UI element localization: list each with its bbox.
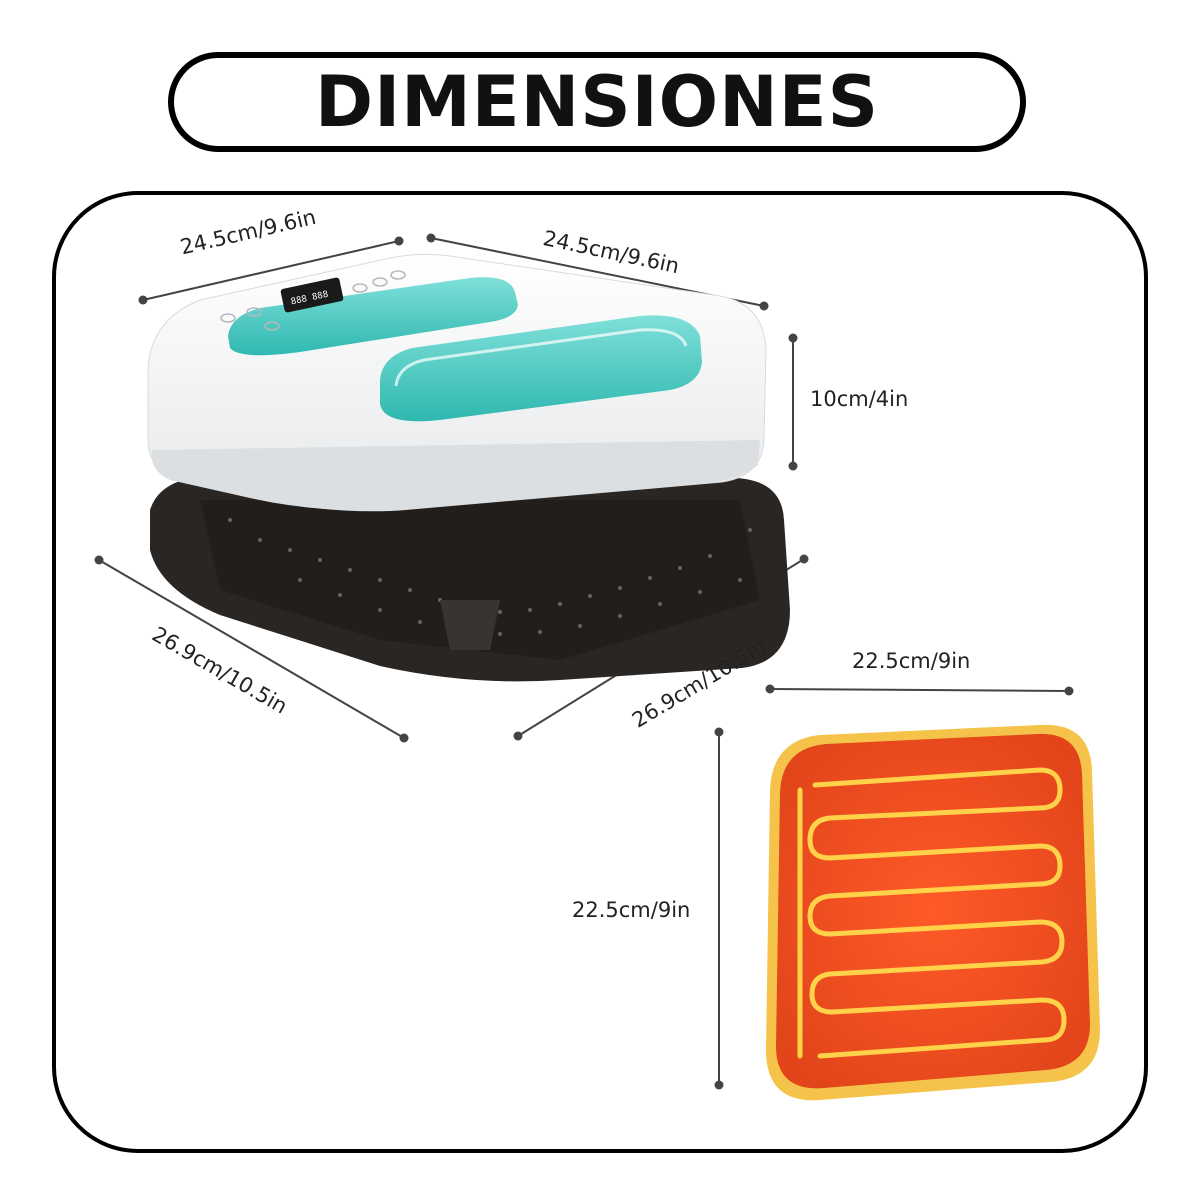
label-plate-height: 22.5cm/9in	[572, 898, 691, 922]
heating-plate-icon	[766, 724, 1100, 1101]
heat-press-base	[150, 476, 790, 682]
label-plate-width: 22.5cm/9in	[852, 649, 971, 673]
dimension-line-plate-height	[714, 727, 724, 1090]
label-height: 10cm/4in	[810, 387, 909, 411]
page-title: DIMENSIONES	[315, 61, 879, 143]
control-buttons-icon	[220, 270, 406, 331]
dimension-line-height	[788, 333, 798, 471]
dimension-line-base-left	[94, 555, 409, 743]
title-banner: DIMENSIONES	[168, 52, 1026, 152]
dimension-line-plate-width	[765, 684, 1074, 696]
heat-press-body: 888 888	[147, 253, 767, 512]
digital-display-icon: 888 888	[280, 277, 344, 313]
dimension-line-top-left	[138, 236, 404, 305]
